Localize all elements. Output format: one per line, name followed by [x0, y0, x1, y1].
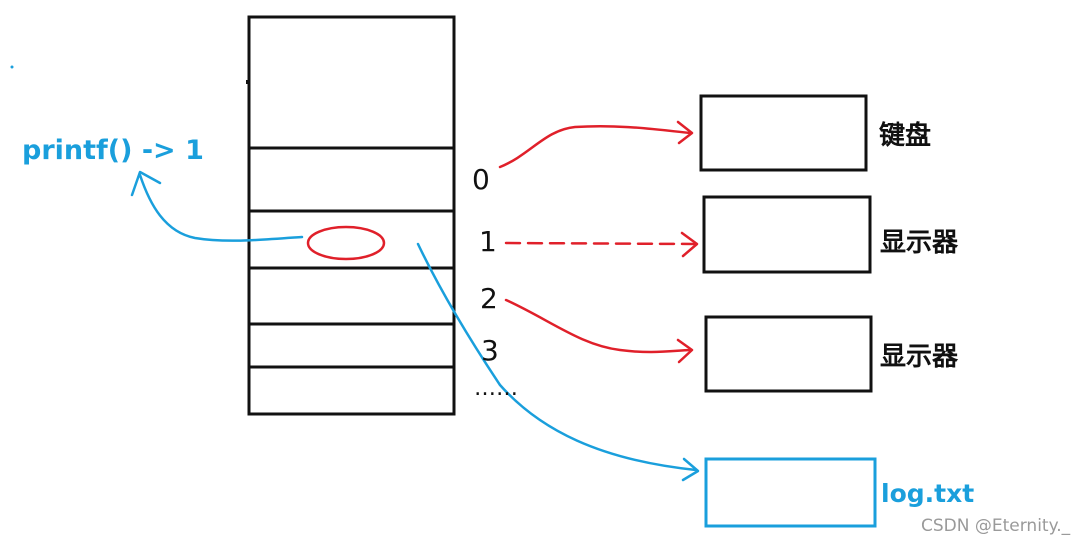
arrowhead-printf	[130, 170, 162, 197]
device-box-display-2	[704, 315, 873, 393]
fd-index-ellipsis: ……	[474, 376, 518, 401]
arrow-fd1-to-logfile	[416, 242, 698, 472]
device-label-display-2: 显示器	[880, 342, 959, 372]
device-box-keyboard	[699, 94, 868, 172]
arrowhead-fd1	[680, 231, 699, 258]
arrow-fd0-keyboard	[498, 124, 692, 169]
device-box-logfile	[704, 457, 877, 528]
fd-table	[247, 15, 456, 416]
device-box-display-1	[702, 195, 872, 274]
arrowhead-fd0	[676, 120, 694, 145]
watermark: CSDN @Eternity._	[921, 516, 1071, 536]
arrow-fd1-display-dashed	[504, 241, 697, 246]
fd-index-2: 2	[480, 282, 498, 315]
slot-highlight-ellipse	[306, 225, 386, 261]
device-label-logfile: log.txt	[881, 479, 975, 508]
arrow-printf-to-fd1	[138, 173, 304, 242]
fd-index-3: 3	[481, 334, 499, 367]
device-label-display-1: 显示器	[880, 228, 959, 258]
fd-index-1: 1	[479, 225, 497, 258]
arrowhead-fd2	[676, 338, 694, 364]
arrowhead-logfile	[681, 457, 700, 482]
device-label-keyboard: 键盘	[879, 121, 932, 151]
fd-table-border	[247, 15, 456, 416]
fd-index-0: 0	[472, 163, 490, 196]
arrow-fd2-display	[504, 298, 692, 354]
printf-annotation: printf() -> 1	[22, 135, 204, 166]
stray-dot	[10, 65, 14, 69]
